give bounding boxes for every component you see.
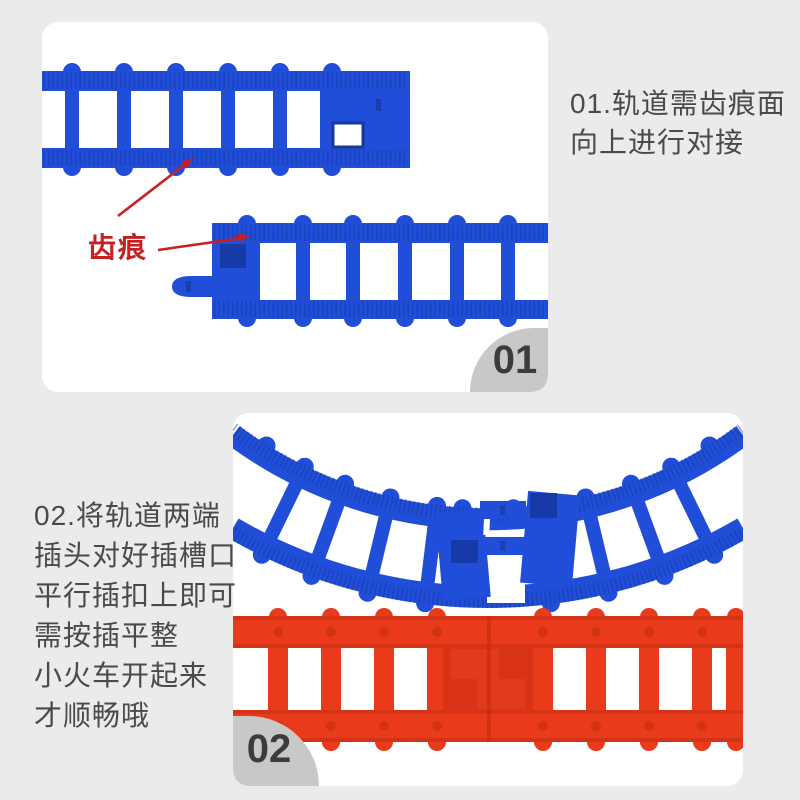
tooth-mark-arrows: [117, 158, 250, 252]
red-straight-track-image: [233, 608, 743, 751]
blue-straight-track-lower-image: [172, 215, 548, 327]
step1-instruction-text: 01.轨道需齿痕面 向上进行对接: [570, 88, 786, 158]
step1-tracks-graphic: [42, 63, 548, 327]
blue-curved-tracks-image: [233, 423, 743, 613]
step2-instruction-text: 02.将轨道两端 插头对好插槽口 平行插扣上即可 需按插平整 小火车开起来 才顺…: [34, 500, 238, 731]
step2-tracks-graphic: [233, 423, 743, 751]
step2-photo-panel: 02: [233, 413, 743, 786]
blue-straight-track-upper-image: [42, 63, 410, 176]
tooth-mark-label: 齿痕: [88, 232, 149, 263]
step1-photo-panel: 齿痕 01: [42, 22, 548, 392]
step2-number-badge: 02: [233, 716, 319, 786]
